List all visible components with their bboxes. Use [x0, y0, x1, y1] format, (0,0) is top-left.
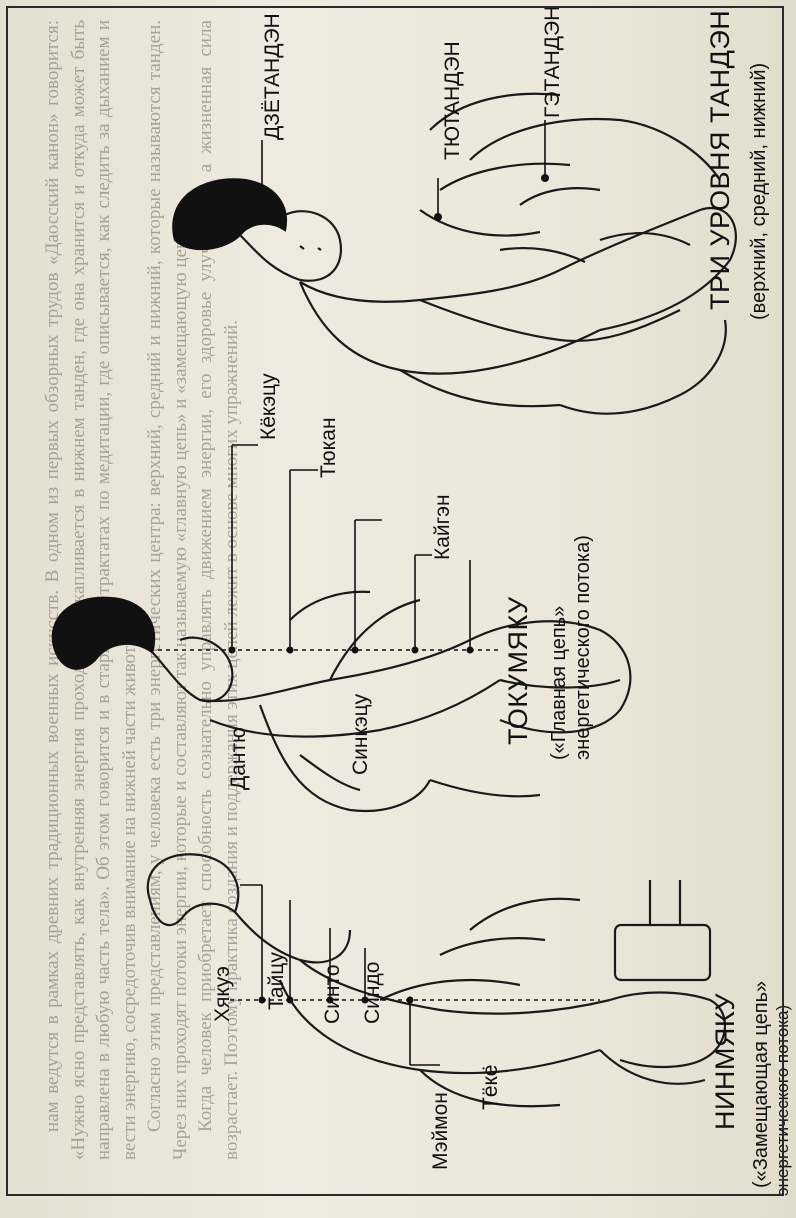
page-border [6, 6, 784, 1196]
